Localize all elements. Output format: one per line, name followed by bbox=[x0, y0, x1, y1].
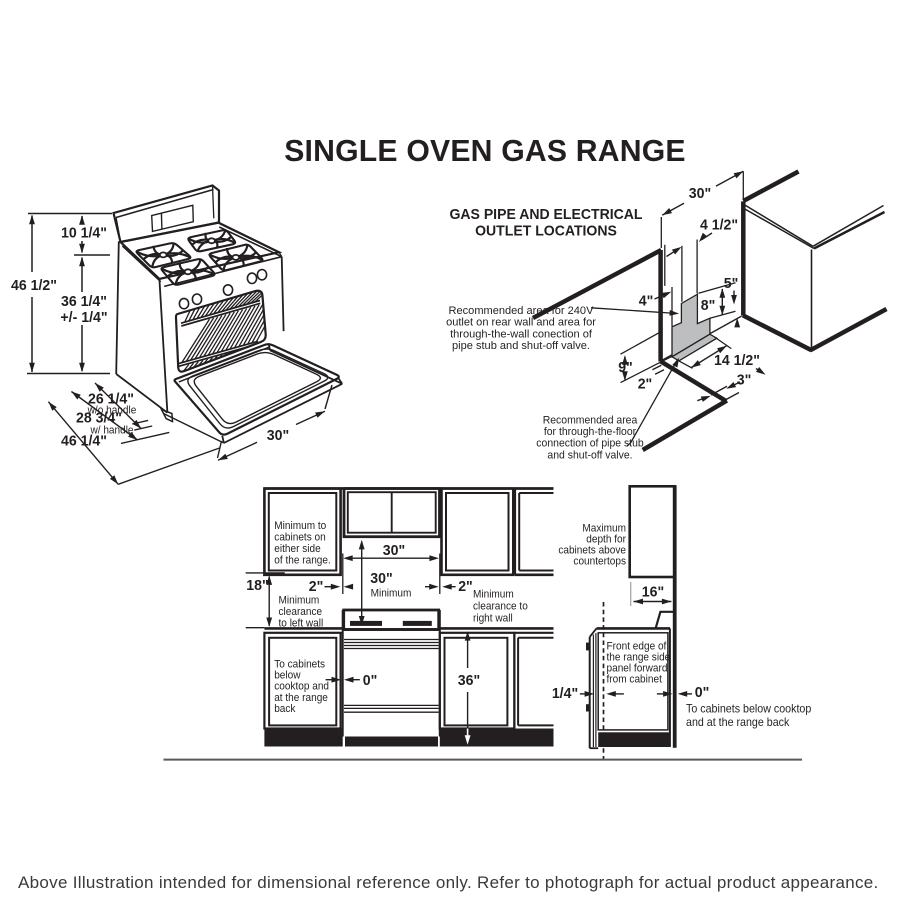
svg-text:+/- 1/4": +/- 1/4" bbox=[60, 310, 107, 327]
svg-text:OUTLET LOCATIONS: OUTLET LOCATIONS bbox=[475, 223, 617, 239]
svg-text:28 3/4": 28 3/4" bbox=[76, 410, 122, 427]
svg-text:and at the range back: and at the range back bbox=[686, 717, 790, 729]
svg-text:Recommended area for 240V: Recommended area for 240V bbox=[449, 305, 594, 317]
svg-text:w/ handle: w/ handle bbox=[89, 425, 133, 436]
svg-text:16": 16" bbox=[642, 584, 664, 601]
svg-text:from cabinet: from cabinet bbox=[607, 674, 662, 685]
svg-text:Minimum: Minimum bbox=[371, 588, 412, 599]
svg-text:26 1/4": 26 1/4" bbox=[88, 391, 134, 408]
svg-text:46 1/2": 46 1/2" bbox=[11, 278, 57, 295]
svg-text:0": 0" bbox=[695, 685, 710, 702]
svg-text:to left wall: to left wall bbox=[279, 618, 324, 629]
svg-text:30": 30" bbox=[689, 186, 711, 203]
svg-text:Front edge of: Front edge of bbox=[607, 641, 667, 652]
svg-text:14 1/2": 14 1/2" bbox=[714, 353, 760, 370]
svg-text:through-the-wall conection of: through-the-wall conection of bbox=[450, 328, 593, 340]
svg-text:either side: either side bbox=[274, 544, 321, 555]
svg-text:36 1/4": 36 1/4" bbox=[61, 294, 107, 311]
svg-text:cabinets on: cabinets on bbox=[274, 532, 326, 543]
svg-text:of the range.: of the range. bbox=[274, 555, 330, 566]
svg-text:5": 5" bbox=[724, 276, 739, 293]
svg-text:30": 30" bbox=[383, 543, 405, 560]
svg-text:connection of pipe stub: connection of pipe stub bbox=[536, 437, 643, 449]
svg-text:Above Illustration intended fo: Above Illustration intended for dimensio… bbox=[18, 873, 879, 892]
svg-text:GAS PIPE AND ELECTRICAL: GAS PIPE AND ELECTRICAL bbox=[449, 207, 642, 223]
svg-text:8": 8" bbox=[701, 298, 716, 315]
svg-text:Minimum to: Minimum to bbox=[274, 521, 326, 532]
svg-text:9": 9" bbox=[618, 360, 633, 377]
svg-text:the range side: the range side bbox=[607, 652, 671, 663]
svg-text:To cabinets below cooktop: To cabinets below cooktop bbox=[686, 703, 811, 715]
svg-text:18": 18" bbox=[246, 578, 268, 595]
svg-text:outlet on rear wall and area f: outlet on rear wall and area for bbox=[446, 317, 596, 329]
svg-text:Minimum: Minimum bbox=[473, 589, 514, 600]
svg-text:4 1/2": 4 1/2" bbox=[700, 217, 738, 234]
svg-text:1/4": 1/4" bbox=[552, 686, 578, 703]
svg-text:w/o handle: w/o handle bbox=[87, 405, 137, 416]
svg-text:30": 30" bbox=[370, 571, 392, 588]
svg-text:Minimum: Minimum bbox=[279, 595, 320, 606]
svg-text:36": 36" bbox=[458, 673, 480, 690]
svg-text:at the range: at the range bbox=[274, 693, 328, 704]
svg-text:countertops: countertops bbox=[573, 556, 626, 567]
svg-text:depth for: depth for bbox=[586, 534, 626, 545]
svg-text:cabinets above: cabinets above bbox=[558, 545, 626, 556]
svg-text:2": 2" bbox=[458, 579, 473, 596]
svg-text:0": 0" bbox=[363, 673, 378, 690]
svg-text:pipe stub and shut-off valve.: pipe stub and shut-off valve. bbox=[452, 340, 590, 352]
svg-text:Maximum: Maximum bbox=[582, 523, 626, 534]
svg-text:panel forward: panel forward bbox=[607, 663, 668, 674]
svg-text:2": 2" bbox=[309, 579, 324, 596]
svg-text:3": 3" bbox=[737, 372, 752, 389]
svg-text:clearance: clearance bbox=[279, 607, 323, 618]
svg-text:cooktop and: cooktop and bbox=[274, 681, 329, 692]
svg-text:clearance to: clearance to bbox=[473, 601, 528, 612]
svg-text:2": 2" bbox=[638, 376, 653, 393]
svg-text:and shut-off valve.: and shut-off valve. bbox=[547, 449, 632, 461]
svg-text:right wall: right wall bbox=[473, 613, 513, 624]
svg-text:below: below bbox=[274, 670, 301, 681]
svg-text:Recommended area: Recommended area bbox=[543, 414, 638, 426]
svg-text:4": 4" bbox=[639, 293, 654, 310]
svg-text:30": 30" bbox=[267, 428, 289, 445]
svg-text:46 1/4": 46 1/4" bbox=[61, 433, 107, 450]
svg-text:SINGLE OVEN GAS RANGE: SINGLE OVEN GAS RANGE bbox=[284, 135, 686, 168]
svg-text:To cabinets: To cabinets bbox=[274, 659, 325, 670]
svg-text:for through-the-floor: for through-the-floor bbox=[544, 426, 637, 438]
svg-text:back: back bbox=[274, 704, 296, 715]
svg-text:10 1/4": 10 1/4" bbox=[61, 225, 107, 242]
